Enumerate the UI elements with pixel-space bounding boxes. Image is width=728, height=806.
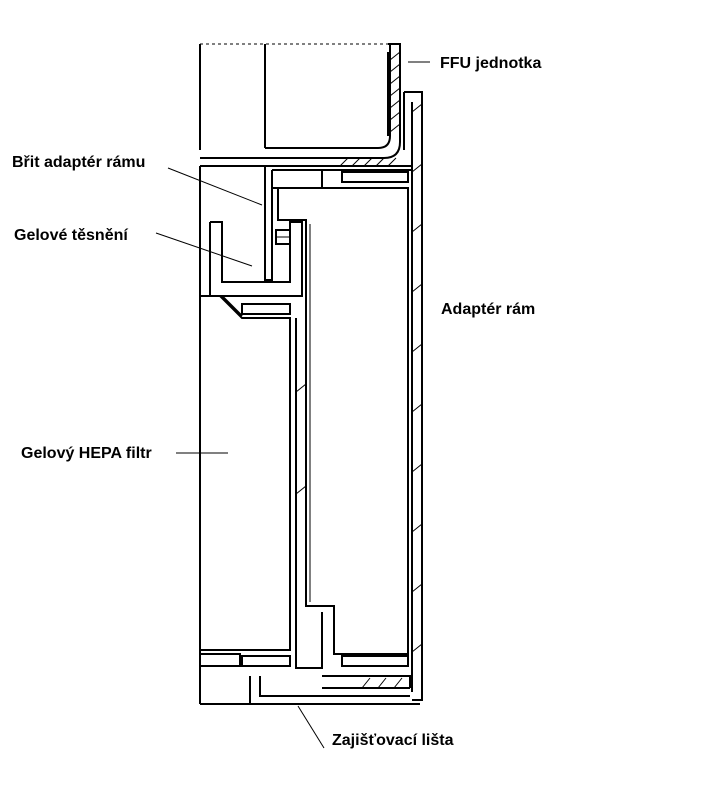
adapter-blade — [264, 166, 273, 281]
adapter-frame-hatch — [411, 103, 423, 653]
label-adapter-blade: Břit adaptér rámu — [12, 154, 145, 171]
gel-seal-channel — [209, 221, 303, 297]
locking-strip — [200, 612, 420, 705]
locking-strip-hatch — [361, 677, 403, 689]
adapter-frame-outer — [271, 91, 423, 701]
label-hepa-filter: Gelový HEPA filtr — [21, 445, 152, 462]
ffu-unit-housing — [199, 43, 412, 167]
hepa-side-hatch — [295, 383, 307, 495]
label-adapter-frame: Adaptér rám — [441, 301, 535, 318]
ffu-hatch — [339, 51, 401, 167]
hepa-filter-box — [199, 166, 297, 704]
label-ffu-unit: FFU jednotka — [440, 55, 541, 72]
leader-lines — [155, 61, 430, 749]
adapter-filter-box — [277, 171, 409, 667]
label-gel-seal: Gelové těsnění — [14, 227, 128, 244]
label-locking-strip: Zajišťovací lišta — [332, 732, 454, 749]
